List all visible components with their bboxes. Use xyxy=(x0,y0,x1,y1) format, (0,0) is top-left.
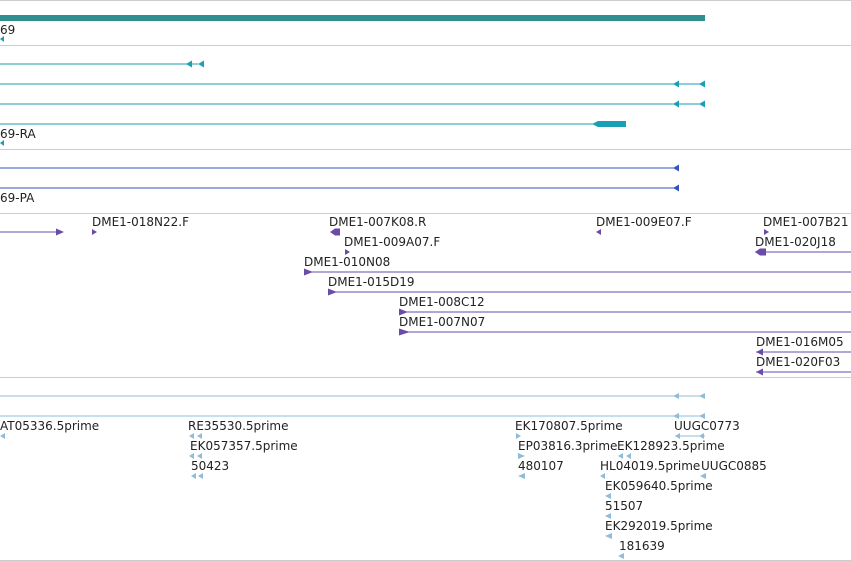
est-label[interactable]: EK059640.5prime xyxy=(605,479,713,493)
est-arrow xyxy=(699,393,705,399)
est-label[interactable]: RE35530.5prime xyxy=(188,419,289,433)
est-arrow xyxy=(518,473,525,479)
protein-arrow xyxy=(673,164,679,172)
clone-label[interactable]: DME1-010N08 xyxy=(304,255,391,269)
clone-arrow xyxy=(56,228,64,236)
est-arrow xyxy=(699,433,704,439)
exon-arrow xyxy=(673,80,679,88)
est-arrow xyxy=(605,493,611,499)
transcript-track[interactable] xyxy=(0,60,705,147)
exon-arrow xyxy=(673,100,679,108)
arrow-left-icon xyxy=(0,36,4,42)
clone-label[interactable]: DME1-009E07.F xyxy=(596,215,692,229)
est-track[interactable] xyxy=(0,393,706,559)
clone-label[interactable]: DME1-018N22.F xyxy=(92,215,190,229)
est-label[interactable]: 181639 xyxy=(619,539,665,553)
clone-arrow xyxy=(764,229,769,235)
est-label[interactable]: EP03816.3prime xyxy=(518,439,618,453)
arrow-left-icon xyxy=(0,140,4,146)
est-arrow xyxy=(618,553,624,559)
exon-arrow xyxy=(699,100,705,108)
clone-label[interactable]: DME1-008C12 xyxy=(399,295,485,309)
est-label[interactable]: 50423 xyxy=(191,459,230,473)
est-arrow xyxy=(516,433,521,439)
est-arrow xyxy=(518,453,525,459)
exon-arrow xyxy=(699,80,705,88)
est-arrow xyxy=(626,453,631,459)
est-label[interactable]: 480107 xyxy=(518,459,564,473)
est-label[interactable]: EK057357.5prime xyxy=(190,439,298,453)
est-arrow xyxy=(0,433,5,439)
est-arrow xyxy=(699,413,705,419)
est-arrow xyxy=(189,453,194,459)
est-label[interactable]: UUGC0773 xyxy=(674,419,740,433)
est-arrow xyxy=(673,393,679,399)
clone-label[interactable]: DME1-007B21 xyxy=(763,215,849,229)
clone-label[interactable]: DME1-009A07.F xyxy=(344,235,441,249)
est-arrow xyxy=(191,473,196,479)
gene-label: 69 xyxy=(0,23,16,37)
clone-label[interactable]: DME1-015D19 xyxy=(328,275,415,289)
clone-label[interactable]: DME1-007N07 xyxy=(399,315,486,329)
est-arrow xyxy=(197,433,202,439)
clone-label[interactable]: DME1-016M05 xyxy=(756,335,844,349)
clone-arrow xyxy=(345,249,350,255)
est-label[interactable]: 51507 xyxy=(605,499,644,513)
est-label[interactable]: EK170807.5prime xyxy=(515,419,623,433)
est-label[interactable]: EK128923.5prime xyxy=(617,439,725,453)
protein-track[interactable] xyxy=(0,164,679,192)
clone-label[interactable]: DME1-007K08.R xyxy=(329,215,427,229)
protein-label: 69-PA xyxy=(0,191,35,205)
clone-arrow xyxy=(596,229,601,235)
transcript-label: 69-RA xyxy=(0,127,36,141)
clone-arrow xyxy=(92,229,97,235)
est-arrow xyxy=(618,453,623,459)
est-label[interactable]: EK292019.5prime xyxy=(605,519,713,533)
exon-arrow xyxy=(198,60,204,68)
est-arrow xyxy=(605,513,611,519)
gene-feature xyxy=(0,15,705,21)
est-arrow xyxy=(605,533,612,539)
est-arrow xyxy=(197,453,202,459)
gene-track[interactable] xyxy=(0,15,705,42)
est-label[interactable]: UUGC0885 xyxy=(701,459,767,473)
est-arrow xyxy=(673,413,679,419)
clone-label[interactable]: DME1-020J18 xyxy=(755,235,836,249)
est-arrow xyxy=(600,473,605,479)
est-arrow xyxy=(700,473,706,479)
protein-arrow xyxy=(673,184,679,192)
clone-track[interactable] xyxy=(0,228,851,376)
clone-label[interactable]: DME1-020F03 xyxy=(756,355,841,369)
est-label[interactable]: AT05336.5prime xyxy=(0,419,100,433)
est-arrow xyxy=(189,433,194,439)
clone-arrow xyxy=(330,228,340,236)
exon-block xyxy=(592,121,626,127)
exon-arrow xyxy=(186,60,192,68)
est-arrow xyxy=(198,473,203,479)
est-label[interactable]: HL04019.5prime xyxy=(600,459,701,473)
